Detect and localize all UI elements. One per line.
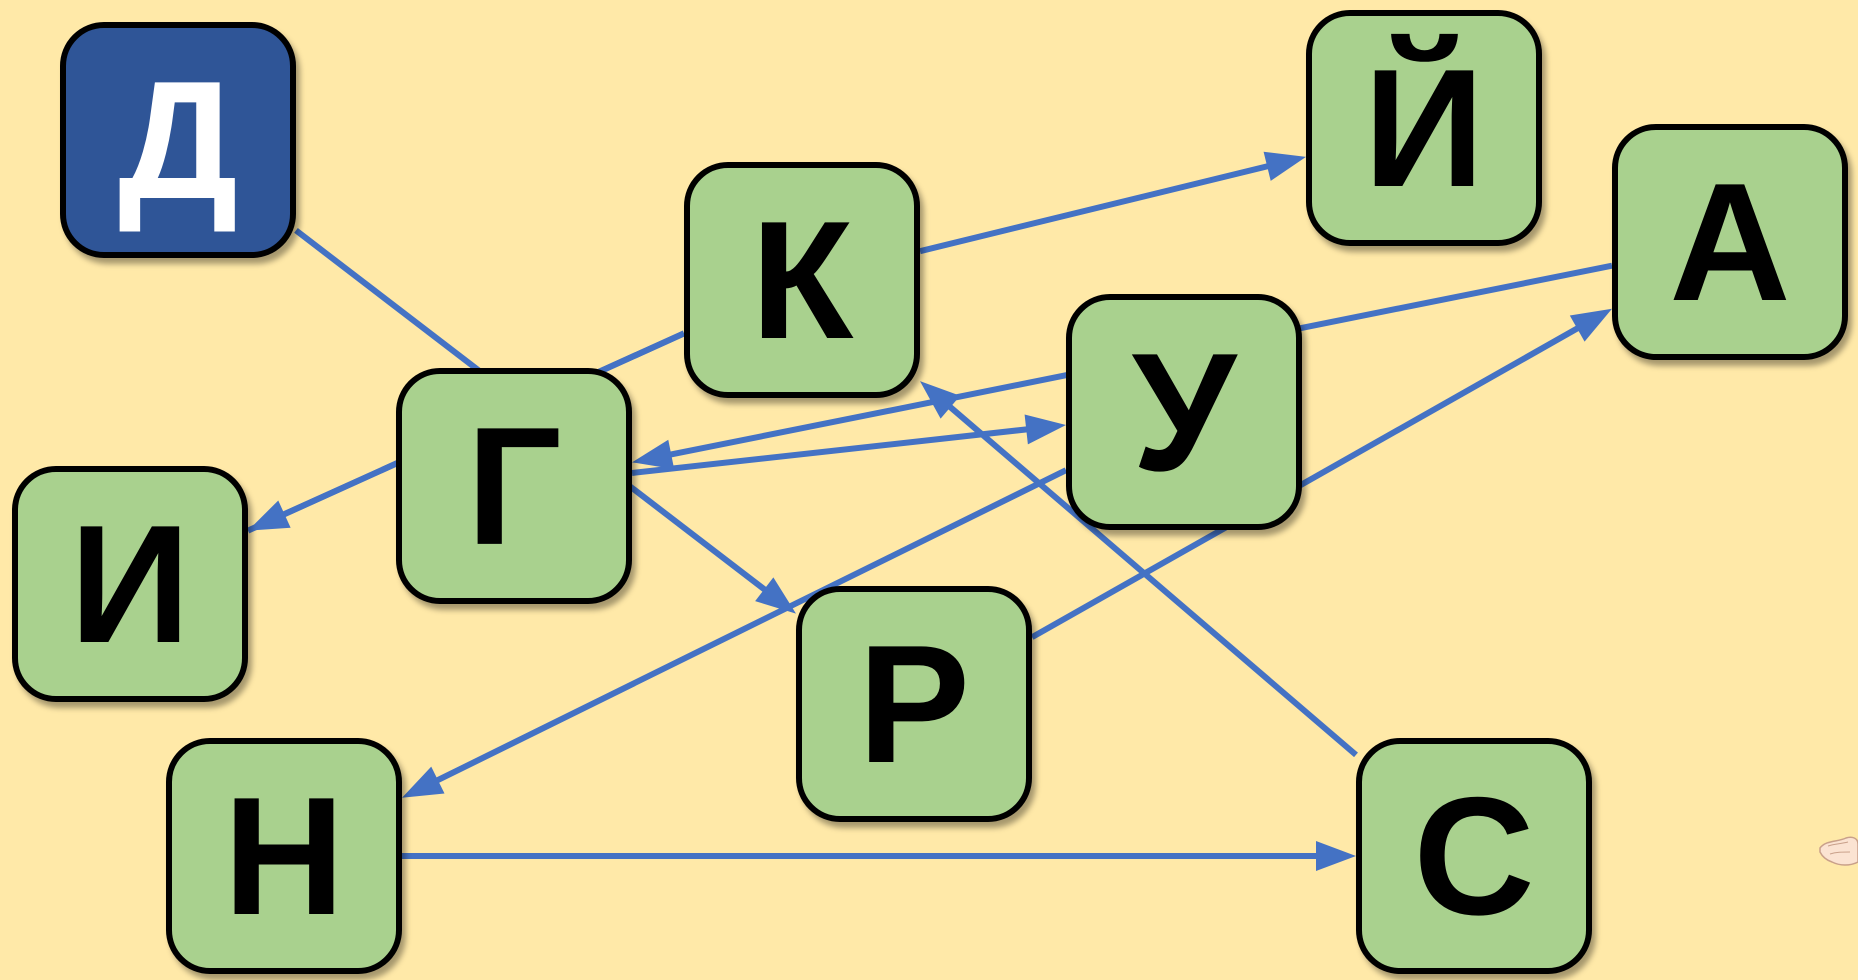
arrowhead [632,439,675,470]
node-ge[interactable]: Г [396,368,632,604]
arrowhead [1316,841,1356,871]
arrowhead [755,577,796,614]
arrowhead [402,766,445,798]
node-en[interactable]: Н [166,738,402,974]
arrowhead [920,381,961,419]
edge-line [631,426,1031,476]
arrowhead [1569,308,1612,342]
pointing-hand-icon [1818,822,1858,878]
arrowhead [1024,414,1066,445]
node-i[interactable]: И [12,466,248,702]
edge-line [919,162,1272,255]
node-i-kratkoye[interactable]: Й [1306,10,1542,246]
edge-line [1030,323,1583,640]
edge-g-u [631,414,1066,476]
node-u[interactable]: У [1066,294,1302,530]
edge-n-s [402,841,1356,871]
node-de[interactable]: Д [60,22,296,258]
edge-r-a [1030,308,1612,640]
node-er[interactable]: Р [796,586,1032,822]
edge-k-y [919,151,1306,255]
edge-line [432,467,1068,785]
node-es[interactable]: С [1356,738,1592,974]
edge-line [945,402,1358,758]
node-a[interactable]: А [1612,124,1848,360]
edge-u-n [402,467,1068,798]
node-ka[interactable]: К [684,162,920,398]
edge-s-k [920,381,1358,758]
arrowhead [1263,151,1306,181]
